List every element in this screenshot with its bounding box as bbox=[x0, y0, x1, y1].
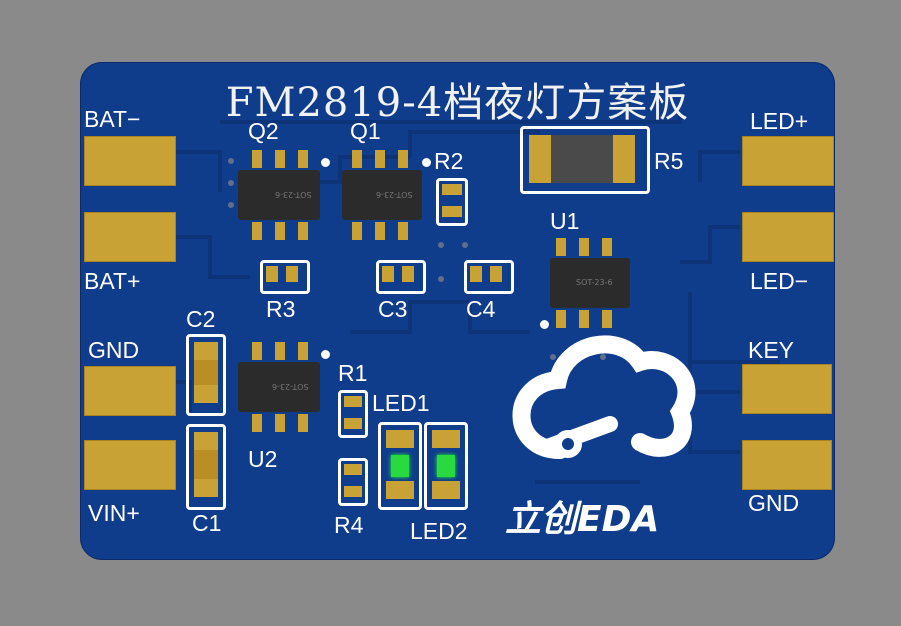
via bbox=[438, 242, 444, 248]
r1-label: R1 bbox=[338, 360, 368, 386]
gnd-left-pad bbox=[84, 366, 176, 416]
lceda-logo-text: 立创EDA bbox=[505, 499, 660, 540]
c1-label: C1 bbox=[192, 510, 222, 536]
via bbox=[228, 202, 234, 208]
q1-label: Q1 bbox=[350, 118, 381, 144]
c3-component bbox=[376, 260, 426, 294]
led-plus-label: LED+ bbox=[750, 108, 809, 134]
gnd-right-pad bbox=[742, 440, 832, 490]
led-minus-pad bbox=[742, 212, 834, 262]
via bbox=[438, 276, 444, 282]
c4-label: C4 bbox=[466, 296, 496, 322]
led1-label: LED1 bbox=[372, 390, 430, 416]
key-pad bbox=[742, 364, 832, 414]
vin-plus-pad bbox=[84, 440, 176, 490]
u1-label: U1 bbox=[550, 208, 580, 234]
u2-label: U2 bbox=[248, 446, 278, 472]
r3-component bbox=[260, 260, 310, 294]
c1-component bbox=[186, 424, 226, 510]
gnd-right-label: GND bbox=[748, 490, 800, 516]
c3-label: C3 bbox=[378, 296, 408, 322]
r2-component bbox=[436, 178, 468, 226]
c4-component bbox=[464, 260, 514, 294]
q2-label: Q2 bbox=[248, 118, 279, 144]
bat-plus-pad bbox=[84, 212, 176, 262]
via bbox=[462, 242, 468, 248]
bat-minus-pad bbox=[84, 136, 176, 186]
r1-component bbox=[338, 390, 368, 438]
bat-plus-label: BAT+ bbox=[84, 268, 141, 294]
board-title: FM2819-4档夜灯方案板 bbox=[225, 80, 690, 126]
led-minus-label: LED− bbox=[750, 268, 809, 294]
gnd-left-label: GND bbox=[88, 337, 140, 363]
c2-label: C2 bbox=[186, 306, 216, 332]
r4-label: R4 bbox=[334, 512, 364, 538]
r5-component bbox=[520, 126, 650, 194]
led2-label: LED2 bbox=[410, 518, 468, 544]
led1-component bbox=[378, 422, 422, 510]
via bbox=[550, 354, 556, 360]
bat-minus-label: BAT− bbox=[84, 106, 141, 132]
r2-label: R2 bbox=[434, 148, 464, 174]
r3-label: R3 bbox=[266, 296, 296, 322]
via bbox=[228, 158, 234, 164]
lceda-cloud-logo bbox=[512, 335, 696, 459]
vin-plus-label: VIN+ bbox=[88, 500, 140, 526]
pcb-board: FM2819-4档夜灯方案板 BAT− BAT+ GND VIN+ LED+ L… bbox=[80, 62, 835, 560]
via bbox=[600, 354, 606, 360]
c2-component bbox=[186, 334, 226, 416]
r4-component bbox=[338, 458, 368, 506]
led-plus-pad bbox=[742, 136, 834, 186]
key-label: KEY bbox=[748, 337, 795, 363]
via bbox=[228, 180, 234, 186]
r5-label: R5 bbox=[654, 148, 684, 174]
led2-component bbox=[424, 422, 468, 510]
